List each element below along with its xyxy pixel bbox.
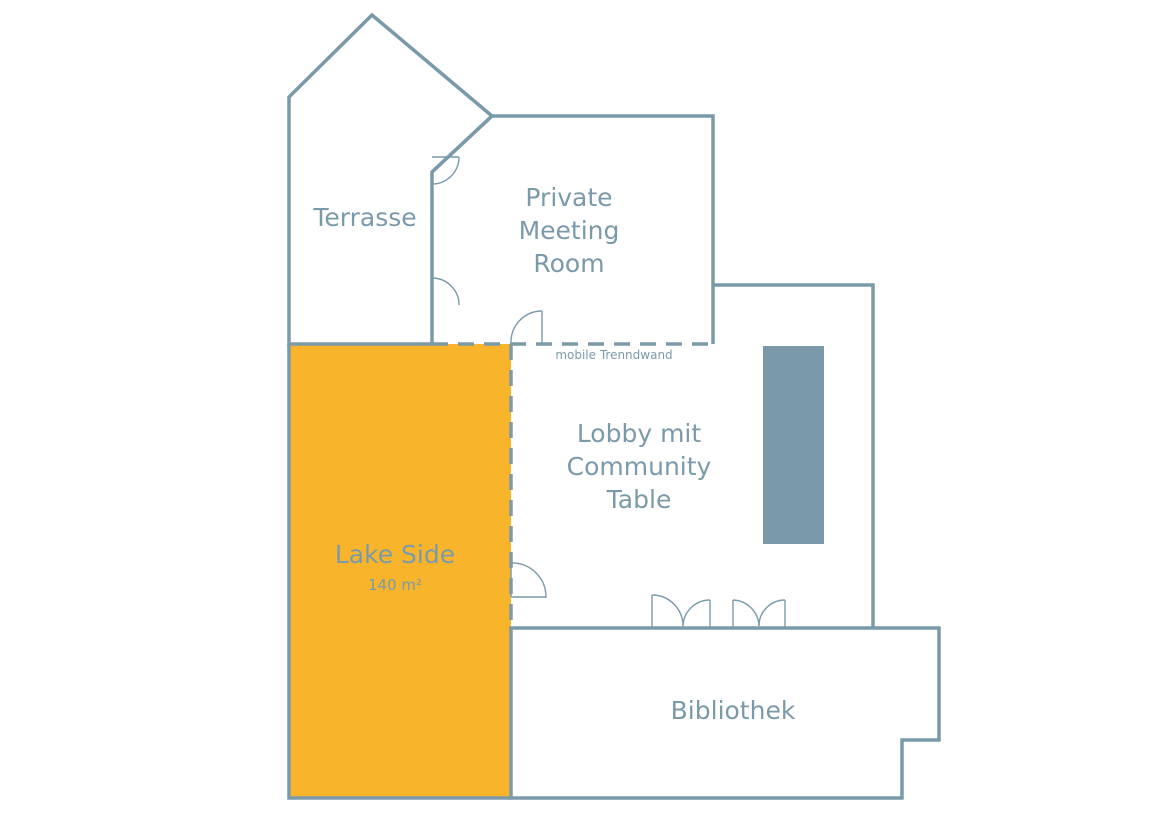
door-swing-icon (431, 277, 460, 306)
lobby-label-1: Lobby mit (577, 419, 702, 448)
private-meeting-room-walls (430, 114, 715, 344)
double-door-icon (651, 594, 711, 628)
bibliothek-label: Bibliothek (671, 696, 796, 725)
private-meeting-room-label-3: Room (533, 249, 604, 278)
partition-annotation: mobile Trenndwand (555, 348, 672, 362)
door-swing-icon (510, 562, 547, 598)
private-meeting-room-label-2: Meeting (519, 216, 620, 245)
lake-side-room[interactable] (289, 344, 511, 798)
lobby-walls (713, 283, 875, 628)
lake-side-label: Lake Side (335, 540, 455, 569)
door-swing-icon (431, 156, 460, 185)
terrasse-room[interactable] (287, 12, 495, 346)
private-meeting-room-label-1: Private (525, 183, 612, 212)
double-door-icon (732, 599, 786, 628)
lake-side-area: 140 m² (368, 576, 422, 594)
lobby-label-2: Community (567, 452, 712, 481)
lake-side-walls (287, 344, 511, 800)
community-table (763, 346, 824, 544)
terrasse-label: Terrasse (312, 203, 416, 232)
lobby-label-3: Table (606, 485, 672, 514)
door-swing-icon (510, 310, 543, 344)
